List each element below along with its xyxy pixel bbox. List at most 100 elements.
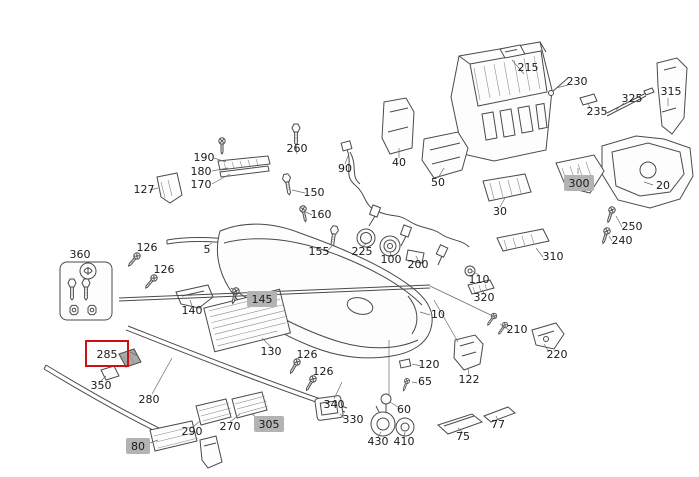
- side-panel-20: [601, 135, 694, 209]
- part-label-145[interactable]: 145: [247, 291, 277, 307]
- part-label-126-a[interactable]: 126: [137, 241, 158, 254]
- svg-text:285: 285: [97, 348, 118, 361]
- pin-230: [548, 77, 569, 96]
- part-label-230[interactable]: 230: [567, 75, 588, 88]
- part-label-315[interactable]: 315: [661, 85, 682, 98]
- part-label-80[interactable]: 80: [126, 438, 150, 454]
- svg-text:150: 150: [304, 186, 325, 199]
- part-label-330[interactable]: 330: [343, 413, 364, 426]
- grille-270: [231, 391, 269, 419]
- part-label-325[interactable]: 325: [622, 92, 643, 105]
- svg-text:230: 230: [567, 75, 588, 88]
- part-label-235[interactable]: 235: [587, 105, 608, 118]
- part-label-5[interactable]: 5: [204, 243, 211, 256]
- svg-text:430: 430: [368, 435, 389, 448]
- part-label-190[interactable]: 190: [194, 151, 215, 164]
- corner-bracket: [199, 435, 223, 469]
- screw-240: [599, 226, 612, 245]
- svg-text:60: 60: [397, 403, 411, 416]
- svg-text:305: 305: [259, 418, 280, 431]
- part-label-126-c[interactable]: 126: [297, 348, 318, 361]
- part-label-127[interactable]: 127: [134, 183, 155, 196]
- bracket-122: [453, 334, 484, 371]
- part-label-240[interactable]: 240: [612, 234, 633, 247]
- mounting-rail-190: [217, 137, 271, 178]
- svg-text:320: 320: [474, 291, 495, 304]
- svg-text:145: 145: [252, 293, 273, 306]
- part-label-75[interactable]: 75: [456, 430, 470, 443]
- svg-text:290: 290: [182, 425, 203, 438]
- part-label-180[interactable]: 180: [191, 165, 212, 178]
- part-label-350[interactable]: 350: [91, 379, 112, 392]
- part-label-170[interactable]: 170: [191, 178, 212, 191]
- svg-text:126: 126: [313, 365, 334, 378]
- svg-text:180: 180: [191, 165, 212, 178]
- part-label-50[interactable]: 50: [431, 176, 445, 189]
- part-label-300[interactable]: 300: [564, 175, 594, 191]
- svg-text:40: 40: [392, 156, 406, 169]
- part-label-65[interactable]: 65: [418, 375, 432, 388]
- part-label-126-d[interactable]: 126: [313, 365, 334, 378]
- part-label-130[interactable]: 130: [261, 345, 282, 358]
- svg-text:155: 155: [309, 245, 330, 258]
- svg-text:126: 126: [137, 241, 158, 254]
- bracket-215: [499, 44, 526, 59]
- part-label-40[interactable]: 40: [392, 156, 406, 169]
- trim-strip-280: [125, 325, 348, 413]
- svg-text:210: 210: [507, 323, 528, 336]
- part-label-360[interactable]: 360: [70, 248, 91, 261]
- svg-text:260: 260: [287, 142, 308, 155]
- part-label-260[interactable]: 260: [287, 142, 308, 155]
- part-label-200[interactable]: 200: [408, 258, 429, 271]
- absorber-50: [421, 131, 469, 179]
- part-label-310[interactable]: 310: [543, 250, 564, 263]
- selection-box: [85, 340, 129, 367]
- svg-text:250: 250: [622, 220, 643, 233]
- part-label-220[interactable]: 220: [547, 348, 568, 361]
- part-label-305[interactable]: 305: [254, 416, 284, 432]
- part-label-410[interactable]: 410: [394, 435, 415, 448]
- part-label-270[interactable]: 270: [220, 420, 241, 433]
- part-label-126-b[interactable]: 126: [154, 263, 175, 276]
- part-label-215[interactable]: 215: [518, 61, 539, 74]
- ring-225: [356, 228, 376, 248]
- part-label-225[interactable]: 225: [352, 245, 373, 258]
- part-label-10[interactable]: 10: [431, 308, 445, 321]
- part-label-160[interactable]: 160: [311, 208, 332, 221]
- part-label-280[interactable]: 280: [139, 393, 160, 406]
- svg-text:315: 315: [661, 85, 682, 98]
- bracket-315: [656, 57, 688, 135]
- part-label-290[interactable]: 290: [182, 425, 203, 438]
- part-label-320[interactable]: 320: [474, 291, 495, 304]
- svg-text:126: 126: [154, 263, 175, 276]
- part-label-30[interactable]: 30: [493, 205, 507, 218]
- part-label-210[interactable]: 210: [507, 323, 528, 336]
- svg-text:215: 215: [518, 61, 539, 74]
- bolt-150: [281, 172, 294, 196]
- part-label-430[interactable]: 430: [368, 435, 389, 448]
- part-label-285-selected[interactable]: 285: [85, 340, 129, 367]
- svg-text:126: 126: [297, 348, 318, 361]
- part-label-150[interactable]: 150: [304, 186, 325, 199]
- svg-text:270: 270: [220, 420, 241, 433]
- part-label-77[interactable]: 77: [491, 418, 505, 431]
- part-label-122[interactable]: 122: [459, 373, 480, 386]
- svg-text:65: 65: [418, 375, 432, 388]
- part-label-100[interactable]: 100: [381, 253, 402, 266]
- part-label-60[interactable]: 60: [397, 403, 411, 416]
- part-label-90[interactable]: 90: [338, 162, 352, 175]
- cover-77: [483, 406, 516, 423]
- cover-330: [314, 395, 344, 421]
- svg-text:5: 5: [204, 243, 211, 256]
- part-label-120[interactable]: 120: [419, 358, 440, 371]
- svg-text:140: 140: [182, 304, 203, 317]
- part-label-340[interactable]: 340: [324, 398, 345, 411]
- leader-lines: [100, 59, 669, 444]
- part-label-110[interactable]: 110: [469, 273, 490, 286]
- part-label-155[interactable]: 155: [309, 245, 330, 258]
- part-label-140[interactable]: 140: [182, 304, 203, 317]
- part-label-20[interactable]: 20: [656, 179, 670, 192]
- svg-text:10: 10: [431, 308, 445, 321]
- part-label-250[interactable]: 250: [622, 220, 643, 233]
